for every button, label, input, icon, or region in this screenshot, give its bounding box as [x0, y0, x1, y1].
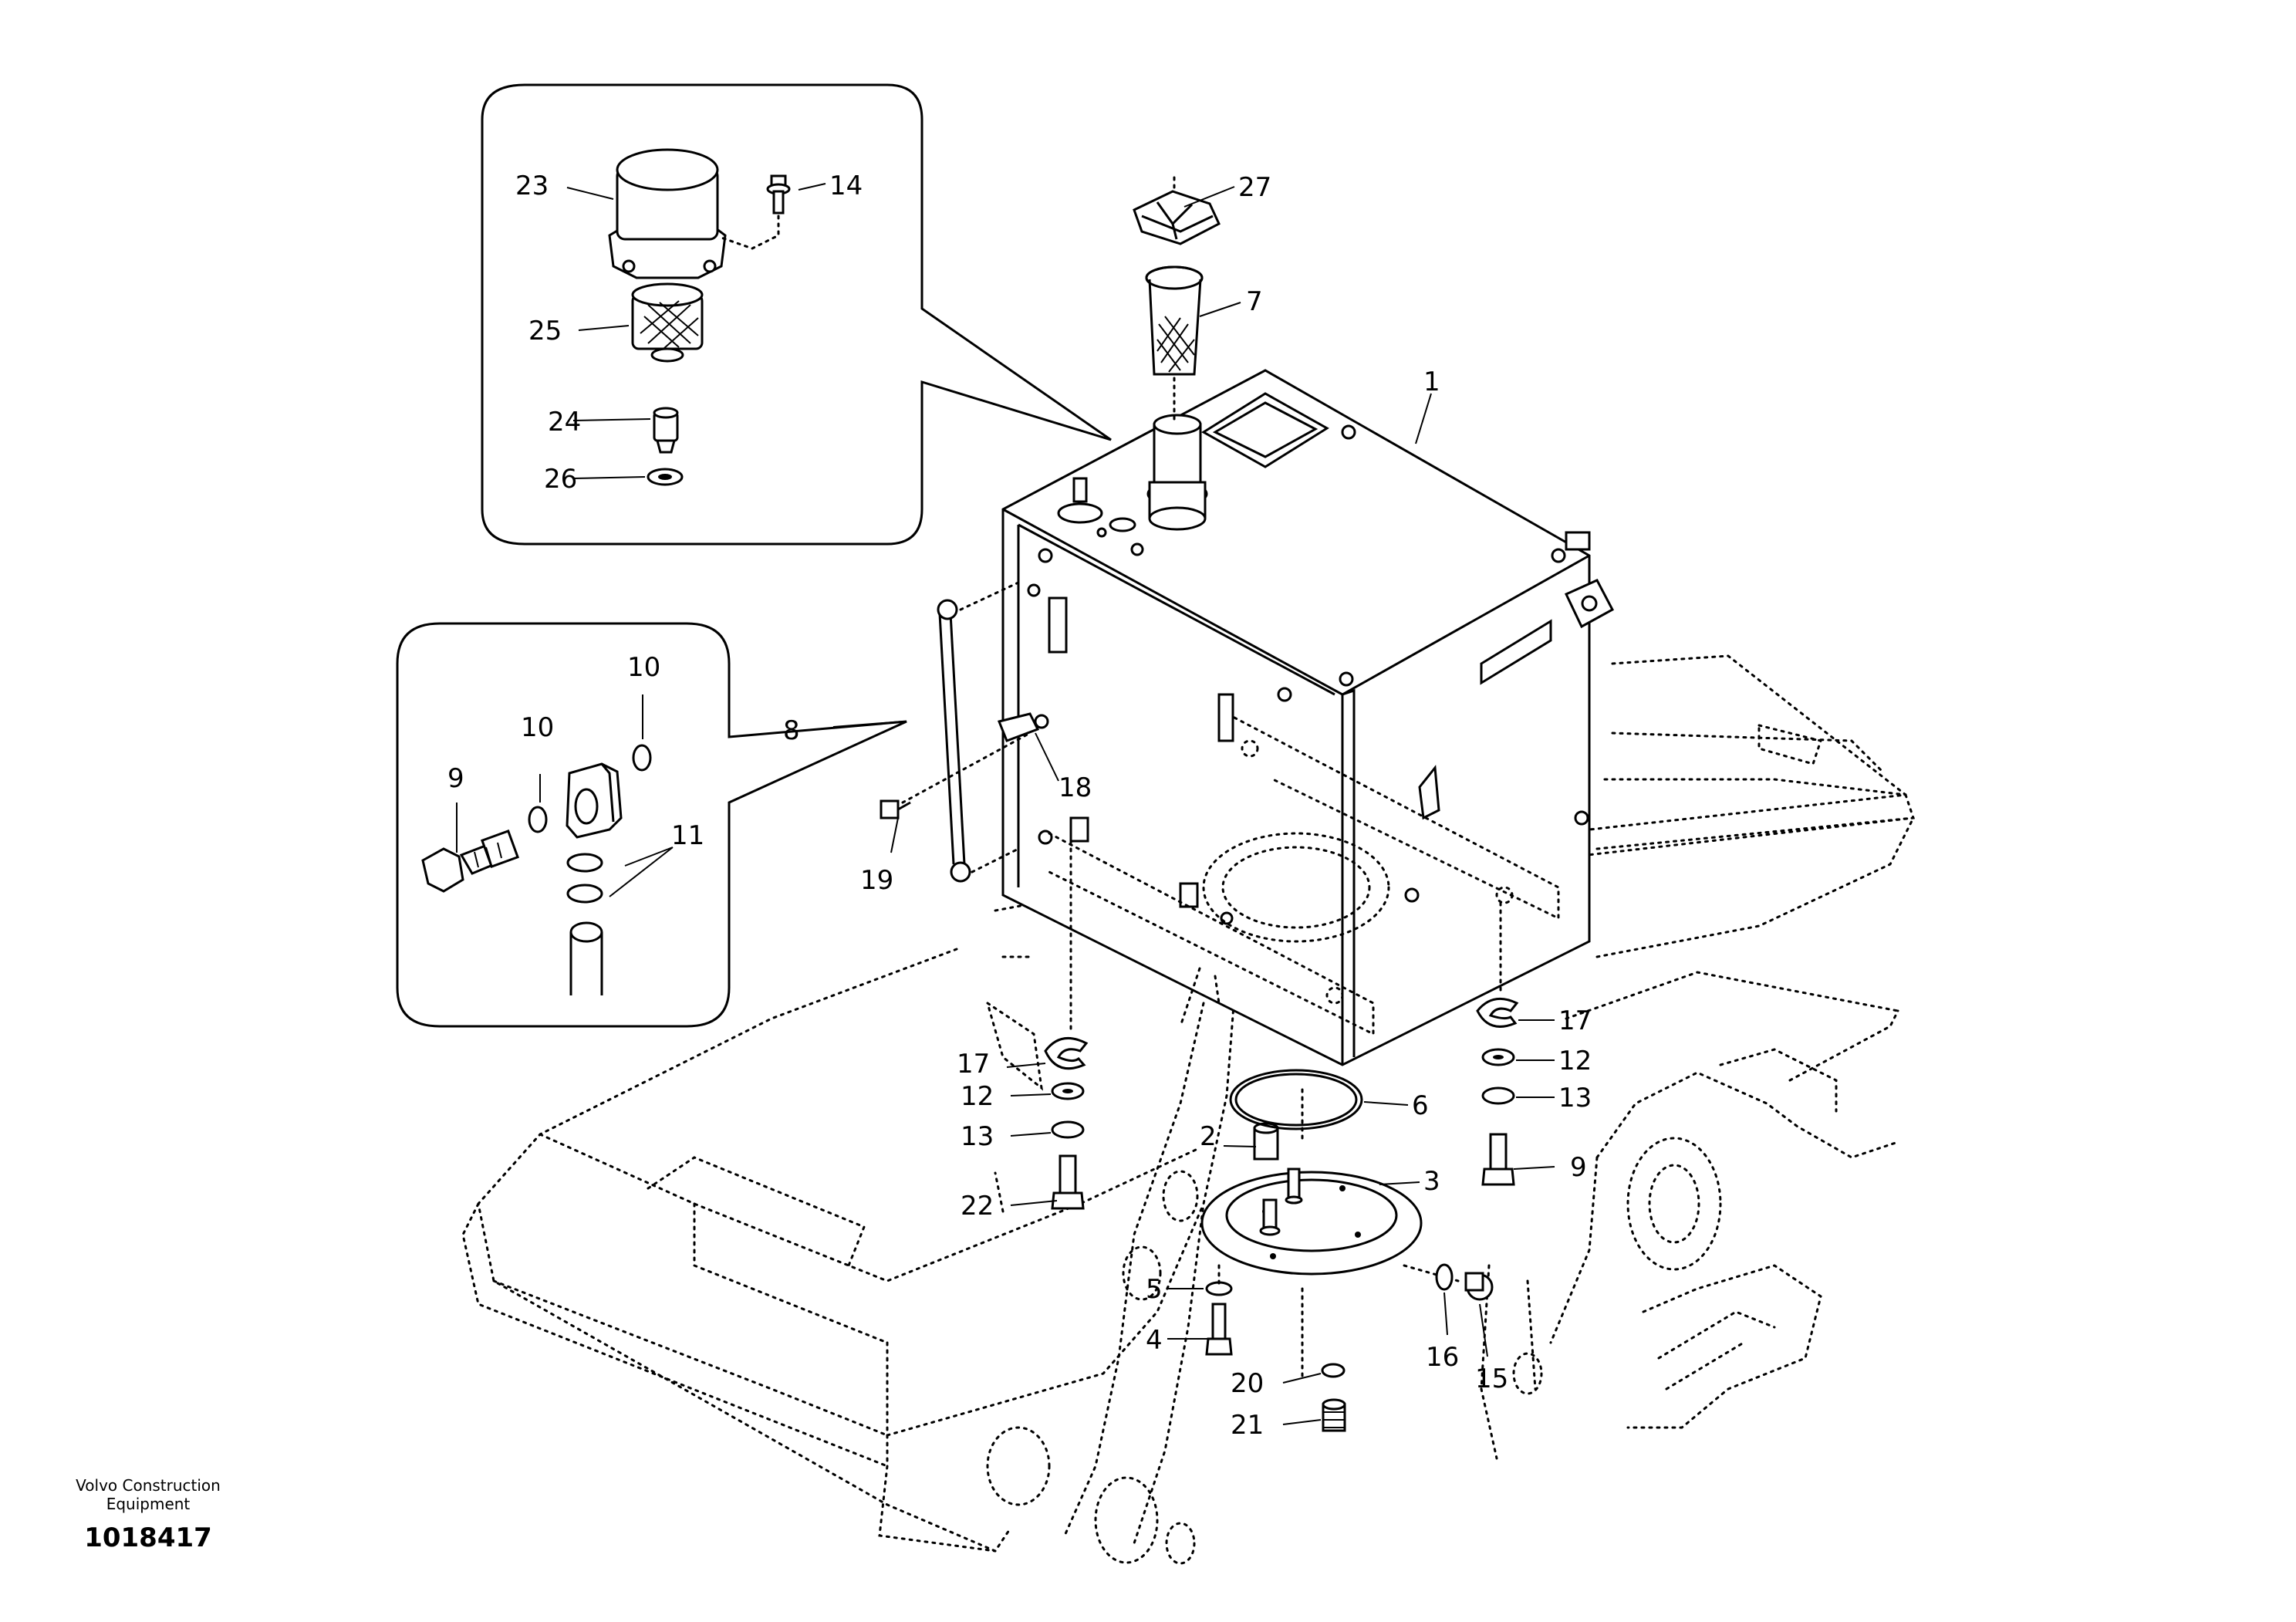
callout-9-inset: 9: [447, 763, 464, 794]
callout-13-left: 13: [961, 1121, 994, 1152]
drain-plug-15-16: [1435, 1263, 1494, 1301]
callout-15: 15: [1475, 1363, 1508, 1394]
callout-10-right: 10: [627, 652, 660, 683]
hydraulic-tank: [1001, 369, 1615, 1066]
suction-flange: [1200, 1086, 1460, 1383]
callout-14: 14: [829, 171, 863, 201]
callout-20: 20: [1231, 1368, 1264, 1399]
callout-1: 1: [1423, 367, 1440, 397]
callout-12-right: 12: [1558, 1046, 1592, 1076]
callout-16: 16: [1426, 1342, 1459, 1373]
callout-12-left: 12: [961, 1081, 994, 1112]
callout-7: 7: [1246, 286, 1263, 317]
callout-22: 22: [961, 1191, 994, 1222]
leader-lines: [456, 183, 1555, 1425]
level-gauge-tube: [880, 581, 1049, 883]
company-name-line2: Equipment: [106, 1495, 191, 1513]
drawing-number: 1018417: [84, 1522, 212, 1553]
callout-18: 18: [1059, 772, 1092, 803]
callout-19: 19: [860, 865, 893, 896]
callout-26: 26: [544, 464, 577, 495]
callout-23: 23: [515, 171, 549, 201]
callout-labels: 1 27 7 8 18 19 17 12 13 22 17 12 13 9 6 …: [447, 171, 1592, 1441]
mount-hardware-right: [1476, 901, 1519, 1186]
chassis-frame-outline: [461, 654, 1916, 1565]
mount-hardware-left: [1044, 840, 1089, 1210]
callout-25: 25: [528, 316, 562, 346]
callout-6: 6: [1412, 1090, 1429, 1121]
drawing-footer: Volvo Construction Equipment 1018417: [76, 1476, 221, 1553]
callout-9-right: 9: [1570, 1152, 1587, 1183]
inset-filter-detail: [481, 83, 1112, 546]
callout-17-right: 17: [1558, 1005, 1592, 1036]
company-name-line1: Volvo Construction: [76, 1476, 221, 1495]
callout-3: 3: [1423, 1166, 1440, 1197]
callout-2: 2: [1200, 1121, 1217, 1152]
callout-4: 4: [1146, 1325, 1163, 1356]
callout-11: 11: [671, 820, 704, 851]
inset-gauge-fitting-detail: [396, 622, 907, 1028]
callout-27: 27: [1238, 172, 1271, 203]
o-ring-6: [1229, 1069, 1363, 1130]
callout-17-left: 17: [957, 1049, 990, 1080]
bolt-4-washer-5: [1205, 1264, 1233, 1356]
callout-8: 8: [783, 715, 800, 746]
callout-21: 21: [1231, 1410, 1264, 1441]
callout-13-right: 13: [1558, 1083, 1592, 1113]
filler-cap: [1133, 190, 1221, 245]
callout-24: 24: [548, 407, 581, 438]
callout-5: 5: [1146, 1274, 1163, 1305]
plug-20-21: [1321, 1363, 1346, 1432]
strainer: [1145, 176, 1204, 426]
callout-10-left: 10: [521, 712, 554, 743]
